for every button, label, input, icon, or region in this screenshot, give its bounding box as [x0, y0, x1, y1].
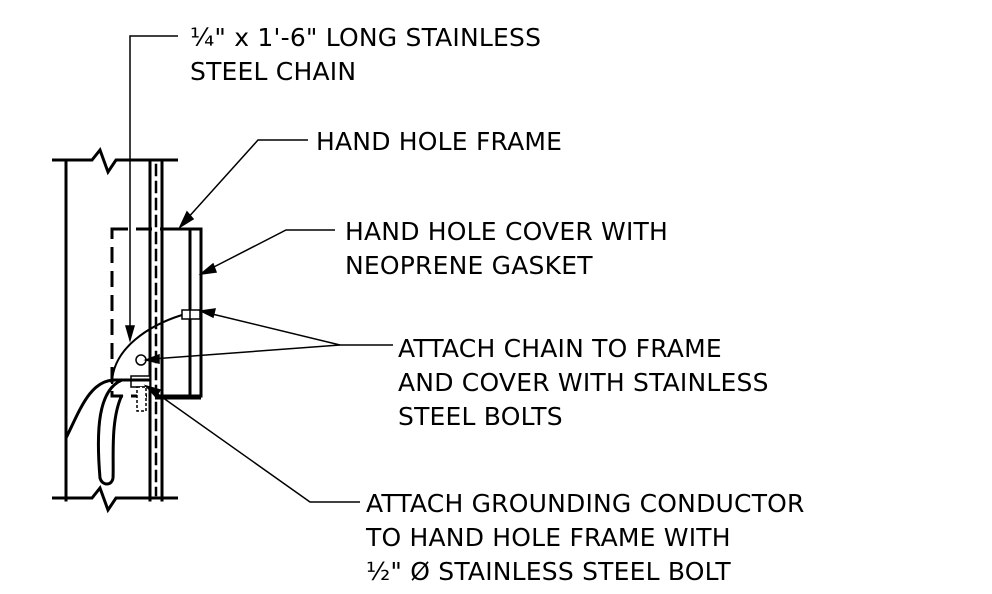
chain-label-line2: STEEL CHAIN: [190, 57, 356, 86]
grounding-arrowhead: [143, 384, 162, 399]
attach-arrowhead-lower: [143, 353, 160, 364]
bottom-break-line: [52, 484, 178, 514]
cover-label-line1: HAND HOLE COVER WITH: [345, 217, 668, 246]
top-break-line: [52, 146, 178, 176]
attach-chain-label-line3: STEEL BOLTS: [398, 402, 563, 431]
break-lines: [52, 146, 178, 514]
grounding-conductor: [64, 378, 150, 486]
attach-chain-label-line1: ATTACH CHAIN TO FRAME: [398, 334, 722, 363]
conductor-loop: [96, 378, 124, 486]
grounding-label-line3: ½" Ø STAINLESS STEEL BOLT: [366, 557, 731, 586]
frame-leader: [185, 139, 308, 221]
stainless-chain: [111, 314, 183, 385]
cover-leader: [207, 229, 335, 271]
frame-arrowhead: [178, 210, 195, 229]
conductor-outer: [64, 378, 150, 439]
leader-lines: [125, 35, 393, 503]
chain-leader: [129, 35, 178, 330]
attach-arrowhead-upper: [198, 308, 216, 319]
ground-bolt-shank: [136, 386, 147, 412]
chain-label-line1: ¼" x 1'-6" LONG STAINLESS: [190, 23, 541, 52]
cover-arrowhead: [198, 262, 218, 276]
cover-label-line2: NEOPRENE GASKET: [345, 251, 593, 280]
callouts: ¼" x 1'-6" LONG STAINLESS STEEL CHAIN HA…: [190, 23, 805, 586]
cover-bolt: [181, 309, 201, 320]
frame-label: HAND HOLE FRAME: [316, 127, 562, 156]
attach-chain-label-line2: AND COVER WITH STAINLESS: [398, 368, 769, 397]
attach-leader-lower: [151, 344, 341, 360]
chain-arrowhead: [125, 325, 135, 343]
attach-leader-upper: [207, 312, 393, 346]
hand-hole-opening: [110, 227, 192, 398]
grounding-label-line2: TO HAND HOLE FRAME WITH: [365, 523, 731, 552]
grounding-leader: [151, 389, 360, 503]
grounding-label-line1: ATTACH GROUNDING CONDUCTOR: [366, 489, 805, 518]
